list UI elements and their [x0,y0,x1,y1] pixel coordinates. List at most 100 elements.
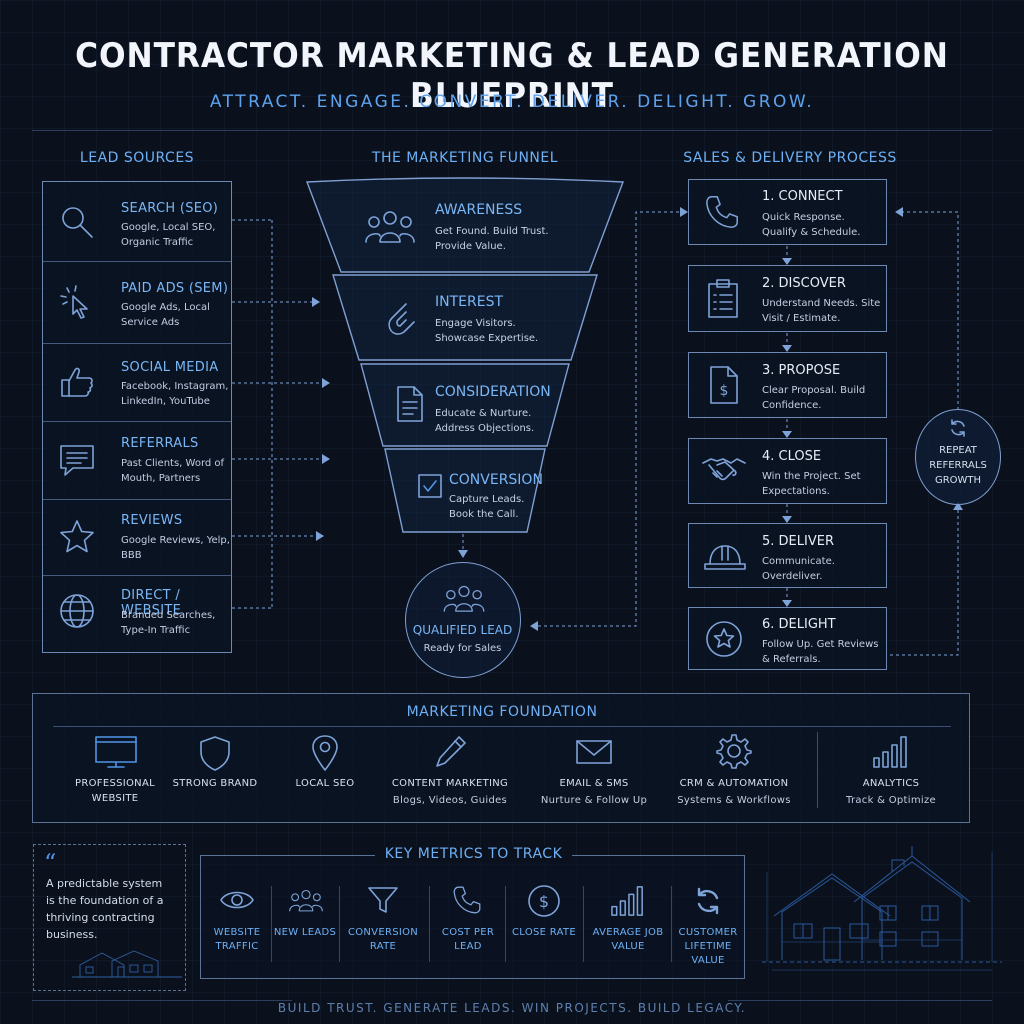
qualified-lead-title: QUALIFIED LEAD [412,623,513,637]
hardhat-icon [704,545,746,570]
sales-step-propose[interactable]: $ 3. PROPOSE Clear Proposal. Build Confi… [688,352,887,418]
lead-source-referrals[interactable]: REFERRALS Past Clients, Word of Mouth, P… [43,422,231,500]
phone-icon [453,886,481,914]
map-pin-icon [312,735,338,771]
refresh-icon [951,419,965,437]
foundation-item-local-seo[interactable]: LOCAL SEO [275,730,375,820]
shield-icon [200,736,230,771]
lead-source-title: PAID ADS (SEM) [121,281,229,296]
sales-step-desc: Follow Up. Get Reviews & Referrals. [762,639,879,665]
header-divider [32,130,992,131]
lead-source-social[interactable]: SOCIAL MEDIA Facebook, Instagram, Linked… [43,344,231,422]
metric-website-traffic[interactable]: WEBSITE TRAFFIC [205,882,269,976]
sales-step-close[interactable]: 4. CLOSE Win the Project. Set Expectatio… [688,438,887,504]
quote-card: “ A predictable system is the foundation… [33,844,186,991]
funnel-heading: THE MARKETING FUNNEL [371,150,559,166]
sales-step-connect[interactable]: 1. CONNECT Quick Response. Qualify & Sch… [688,179,887,245]
lead-source-title: REVIEWS [121,513,183,528]
foundation-item-website[interactable]: PROFESSIONAL WEBSITE [53,730,177,820]
lead-source-paid-ads[interactable]: PAID ADS (SEM) Google Ads, Local Service… [43,262,231,344]
chat-bubble-icon [60,445,94,476]
lead-source-search[interactable]: SEARCH (SEO) Google, Local SEO, Organic … [43,182,231,262]
quote-text: A predictable system is the foundation o… [46,877,164,941]
clipboard-icon [708,279,738,318]
star-badge-icon [706,621,742,657]
thumbs-up-icon [61,367,93,397]
foundation-item-brand[interactable]: STRONG BRAND [167,730,263,820]
sales-step-title: 4. CLOSE [762,449,822,464]
lead-sources-panel: SEARCH (SEO) Google, Local SEO, Organic … [42,181,232,653]
funnel-tier-awareness [306,177,624,273]
foundation-item-title: CRM & AUTOMATION [679,778,789,789]
people-icon [289,889,323,912]
envelope-icon [576,740,612,764]
metric-conversion-rate[interactable]: CONVERSION RATE [341,882,425,976]
metric-new-leads[interactable]: NEW LEADS [273,882,337,976]
dollar-coin-icon: $ [528,885,560,917]
funnel-stage-conversion[interactable]: CONVERSION Capture Leads. Book the Call. [416,466,556,526]
sales-heading: SALES & DELIVERY PROCESS [683,150,897,166]
metric-customer-lifetime-value[interactable]: CUSTOMER LIFETIME VALUE [675,882,741,976]
svg-text:$: $ [539,892,549,911]
metric-label: CUSTOMER LIFETIME VALUE [678,927,738,966]
lead-source-title: DIRECT / WEBSITE [121,588,182,618]
invoice-icon: $ [710,366,738,404]
phone-icon [706,196,738,228]
funnel-stage-interest[interactable]: INTEREST Engage Visitors. Showcase Exper… [376,288,596,358]
qualified-lead-node[interactable]: QUALIFIED LEAD Ready for Sales [405,562,521,678]
lead-source-desc: Google Ads, Local Service Ads [121,302,210,328]
metric-label: COST PER LEAD [441,927,495,952]
cursor-click-icon [60,285,88,319]
sales-step-discover[interactable]: 2. DISCOVER Understand Needs. Site Visit… [688,265,887,332]
funnel-stage-consideration[interactable]: CONSIDERATION Educate & Nurture. Address… [394,378,594,448]
lead-source-desc: Facebook, Instagram, LinkedIn, YouTube [121,381,229,407]
funnel-stage-desc: Capture Leads. Book the Call. [449,494,525,520]
funnel-stage-title: INTEREST [435,294,504,310]
checkbox-icon [418,474,442,498]
lead-source-desc: Past Clients, Word of Mouth, Partners [121,458,225,484]
funnel-stage-title: AWARENESS [435,202,523,218]
foundation-item-analytics[interactable]: ANALYTICS Track & Optimize [829,730,953,820]
foundation-item-title: STRONG BRAND [172,778,258,789]
sales-step-desc: Win the Project. Set Expectations. [762,471,861,497]
metric-label: NEW LEADS [273,927,337,938]
sales-step-desc: Communicate. Overdeliver. [762,556,835,582]
metric-close-rate[interactable]: $ CLOSE RATE [511,882,577,976]
repeat-loop-node[interactable]: REPEAT REFERRALS GROWTH [915,409,1001,505]
metric-cost-per-lead[interactable]: COST PER LEAD [435,882,501,976]
foundation-item-content[interactable]: CONTENT MARKETING Blogs, Videos, Guides [383,730,517,820]
foundation-item-sub: Nurture & Follow Up [540,795,648,806]
house-sketch-icon [72,950,182,978]
metric-label: CONVERSION RATE [347,927,419,952]
metric-average-job-value[interactable]: AVERAGE JOB VALUE [589,882,667,976]
sales-step-delight[interactable]: 6. DELIGHT Follow Up. Get Reviews & Refe… [688,607,887,670]
sales-step-deliver[interactable]: 5. DELIVER Communicate. Overdeliver. [688,523,887,588]
metric-label: CLOSE RATE [512,927,576,938]
globe-icon [60,594,94,628]
lead-source-reviews[interactable]: REVIEWS Google Reviews, Yelp, BBB [43,500,231,576]
lead-source-title: SOCIAL MEDIA [121,360,219,375]
magnet-icon [388,303,415,335]
funnel-stage-desc: Get Found. Build Trust. Provide Value. [435,226,549,252]
document-icon [397,386,423,422]
sales-step-title: 1. CONNECT [762,189,843,204]
refresh-icon [697,887,719,915]
footer-tagline: BUILD TRUST. GENERATE LEADS. WIN PROJECT… [277,1001,747,1015]
sales-step-title: 6. DELIGHT [762,617,836,632]
lead-source-direct[interactable]: DIRECT / WEBSITE Branded Searches, Type-… [43,576,231,652]
sales-step-title: 2. DISCOVER [762,276,846,291]
repeat-loop-label: REPEAT REFERRALS GROWTH [929,445,987,486]
funnel-stage-awareness[interactable]: AWARENESS Get Found. Build Trust. Provid… [362,196,612,266]
sales-step-desc: Clear Proposal. Build Confidence. [762,385,866,411]
lead-source-desc: Google Reviews, Yelp, BBB [121,535,230,561]
magnifier-icon [62,207,93,238]
monitor-icon [95,736,137,768]
foundation-item-crm[interactable]: CRM & AUTOMATION Systems & Workflows [667,730,801,820]
foundation-item-email[interactable]: EMAIL & SMS Nurture & Follow Up [529,730,659,820]
svg-text:$: $ [720,383,729,399]
page-subtitle: ATTRACT. ENGAGE. CONVERT. DELIVER. DELIG… [209,92,815,112]
lead-source-title: REFERRALS [121,436,199,451]
funnel-tier-conversion [384,448,546,533]
foundation-item-title: CONTENT MARKETING [391,778,509,789]
